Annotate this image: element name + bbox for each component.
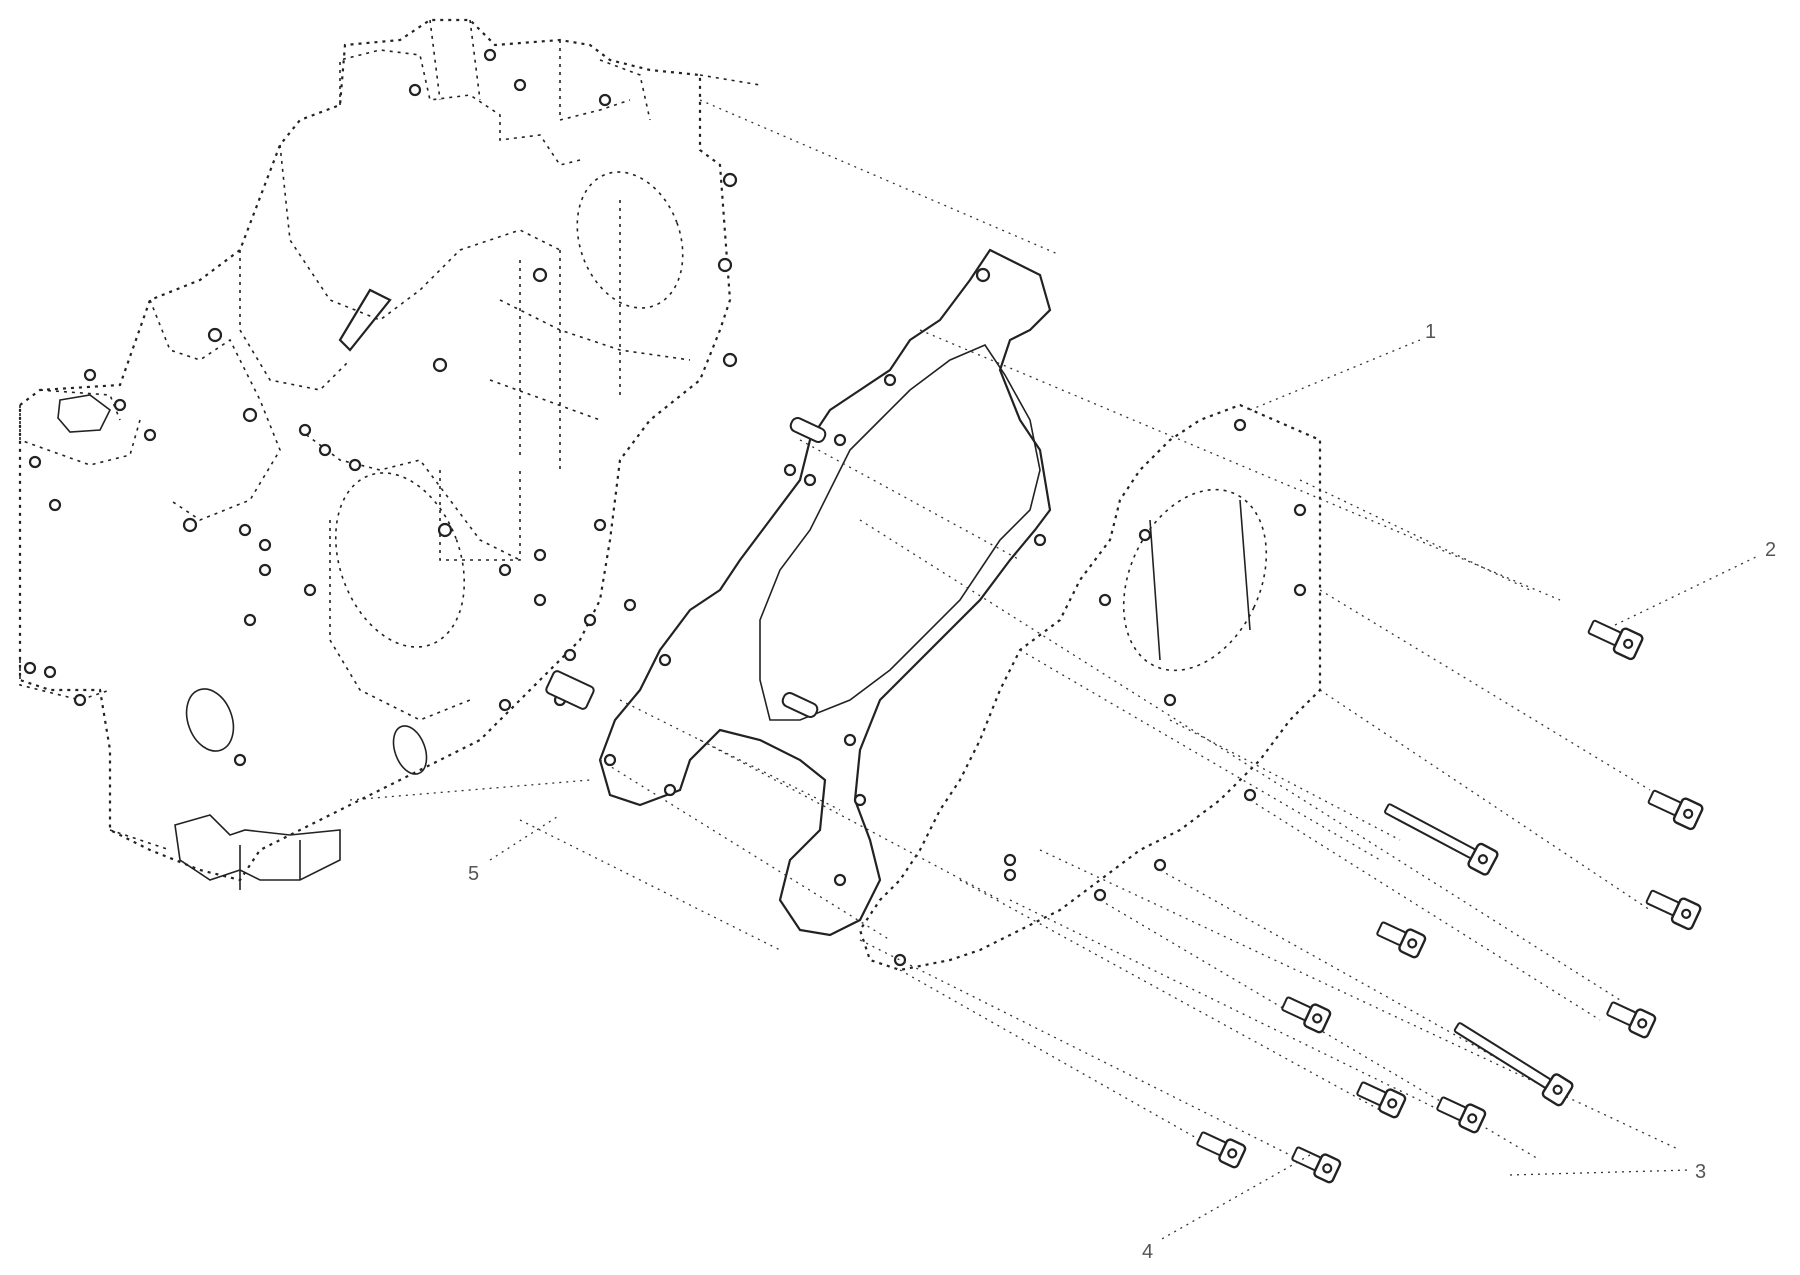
bolt xyxy=(1606,1001,1657,1039)
callout-label-5: 5 xyxy=(468,863,479,885)
bolt xyxy=(1196,1131,1247,1169)
bolt xyxy=(1291,1146,1342,1184)
bolt xyxy=(1436,1096,1487,1134)
dowel-pin xyxy=(781,692,819,718)
long-bolt xyxy=(1384,803,1499,876)
cover-plate xyxy=(858,403,1322,972)
dowel-pin xyxy=(545,670,595,710)
bolt xyxy=(1645,889,1702,931)
long-bolt xyxy=(1453,1022,1574,1107)
callout-label-1: 1 xyxy=(1425,321,1436,343)
callouts: 1 2 3 4 5 xyxy=(468,321,1776,1263)
callout-label-4: 4 xyxy=(1142,1241,1153,1263)
gasket xyxy=(598,248,1052,937)
bolt xyxy=(1376,921,1427,959)
callout-label-3: 3 xyxy=(1695,1161,1706,1183)
bolt xyxy=(1587,619,1644,661)
explosion-lines xyxy=(349,99,1681,1161)
engine-block xyxy=(18,18,761,890)
bolt-set xyxy=(1196,619,1704,1184)
bolt xyxy=(1281,996,1332,1034)
bolt xyxy=(1356,1081,1407,1119)
dowel-pin xyxy=(789,417,827,443)
dowel-pins xyxy=(545,417,827,718)
callout-label-2: 2 xyxy=(1765,539,1776,561)
bolt xyxy=(1647,789,1704,831)
